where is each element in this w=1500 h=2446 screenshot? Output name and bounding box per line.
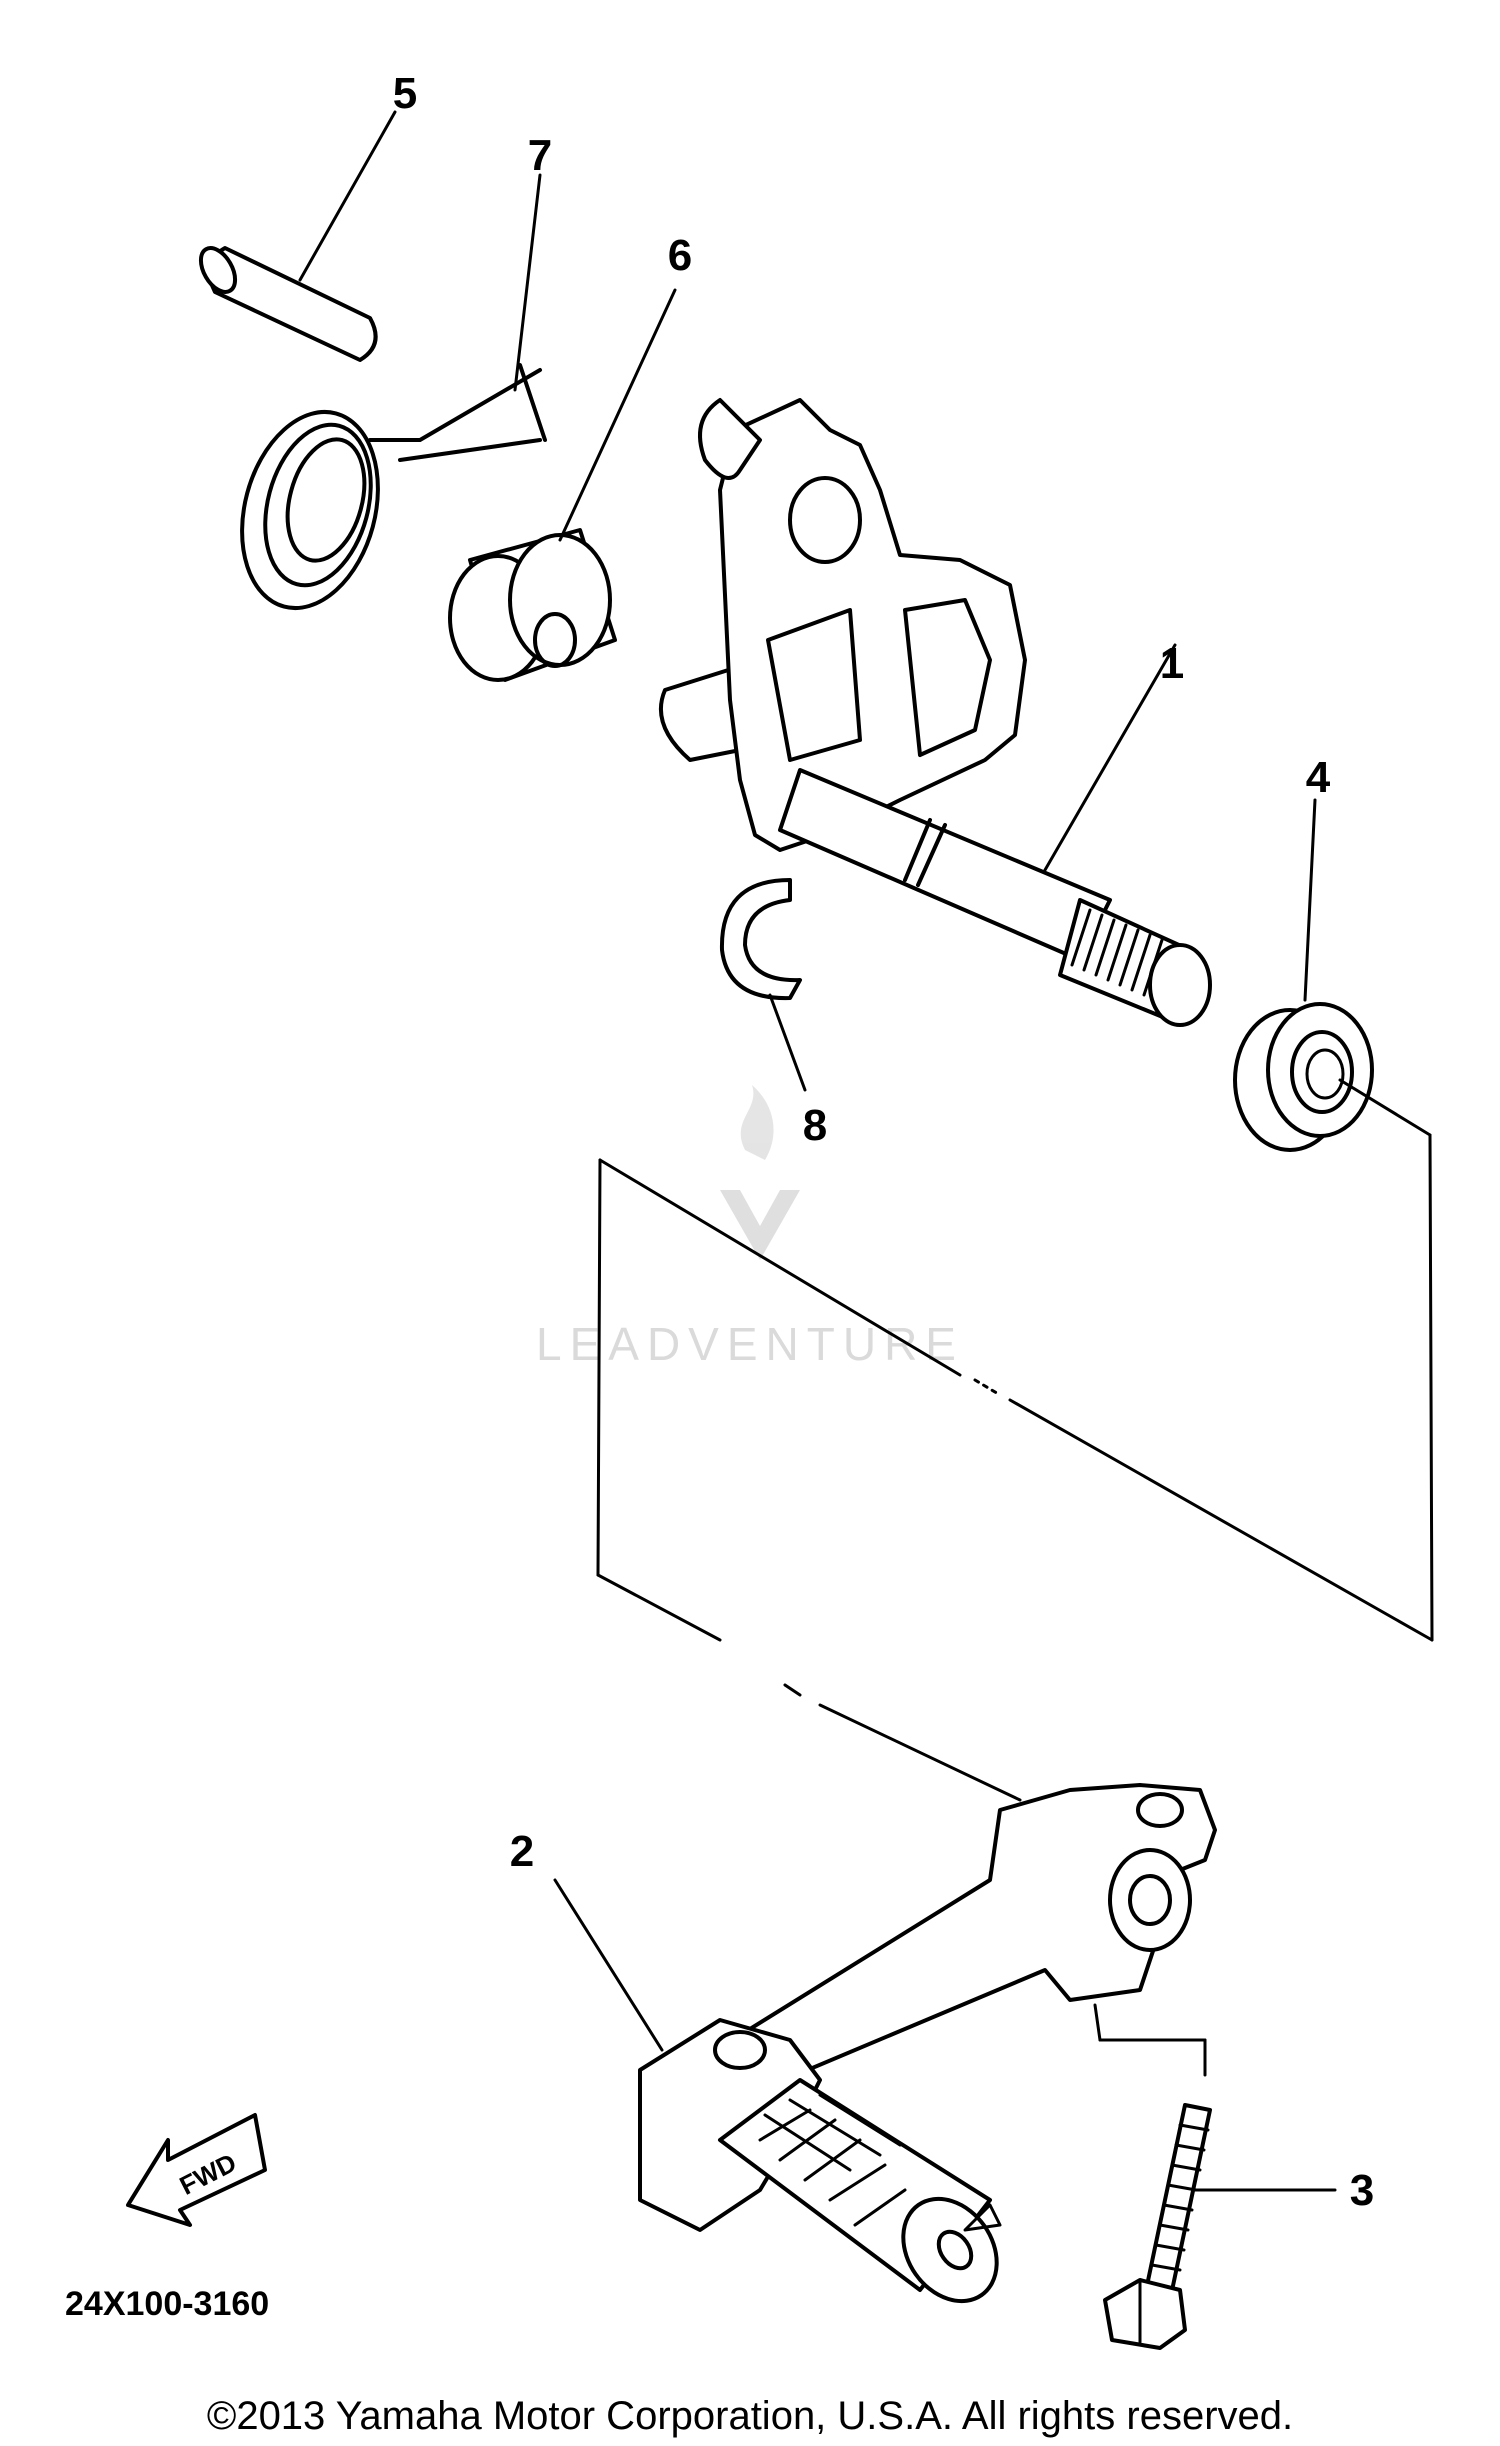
callout-2: 2: [510, 1827, 534, 1876]
part-1-shift-shaft: [658, 398, 1212, 1027]
callout-6: 6: [668, 231, 692, 280]
leader-2: [553, 1878, 664, 2052]
leader-7: [513, 173, 542, 392]
assembly-lines: [596, 1078, 1434, 1802]
part-8-circlip: [719, 878, 802, 1001]
callout-3: 3: [1350, 2166, 1374, 2215]
leader-8: [768, 993, 807, 1092]
callout-1: 1: [1160, 639, 1184, 688]
leader-5: [298, 110, 397, 282]
part-2-shift-pedal: [638, 1783, 1217, 2304]
part-4-oil-seal: [1233, 1002, 1374, 1152]
callout-5: 5: [393, 69, 417, 118]
watermark-text: LEADVENTURE: [536, 1318, 964, 1370]
part-5-pin: [198, 246, 378, 362]
leader-1: [1043, 643, 1177, 872]
part-6-collar: [448, 528, 617, 682]
part-7-spring: [240, 363, 547, 611]
callout-4: 4: [1306, 753, 1331, 802]
diagram-code: 24X100-3160: [65, 2285, 269, 2323]
leader-4: [1303, 798, 1317, 1002]
part-3-bolt: [1103, 2103, 1212, 2350]
copyright-notice: ©2013 Yamaha Motor Corporation, U.S.A. A…: [206, 2394, 1294, 2438]
leader-6: [558, 288, 677, 542]
callout-7: 7: [528, 131, 552, 180]
fwd-arrow-icon: FWD: [126, 2113, 267, 2227]
watermark: LEADVENTURE: [536, 1085, 964, 1370]
bolt-indicator-line: [1093, 2003, 1207, 2077]
callout-8: 8: [803, 1101, 827, 1150]
